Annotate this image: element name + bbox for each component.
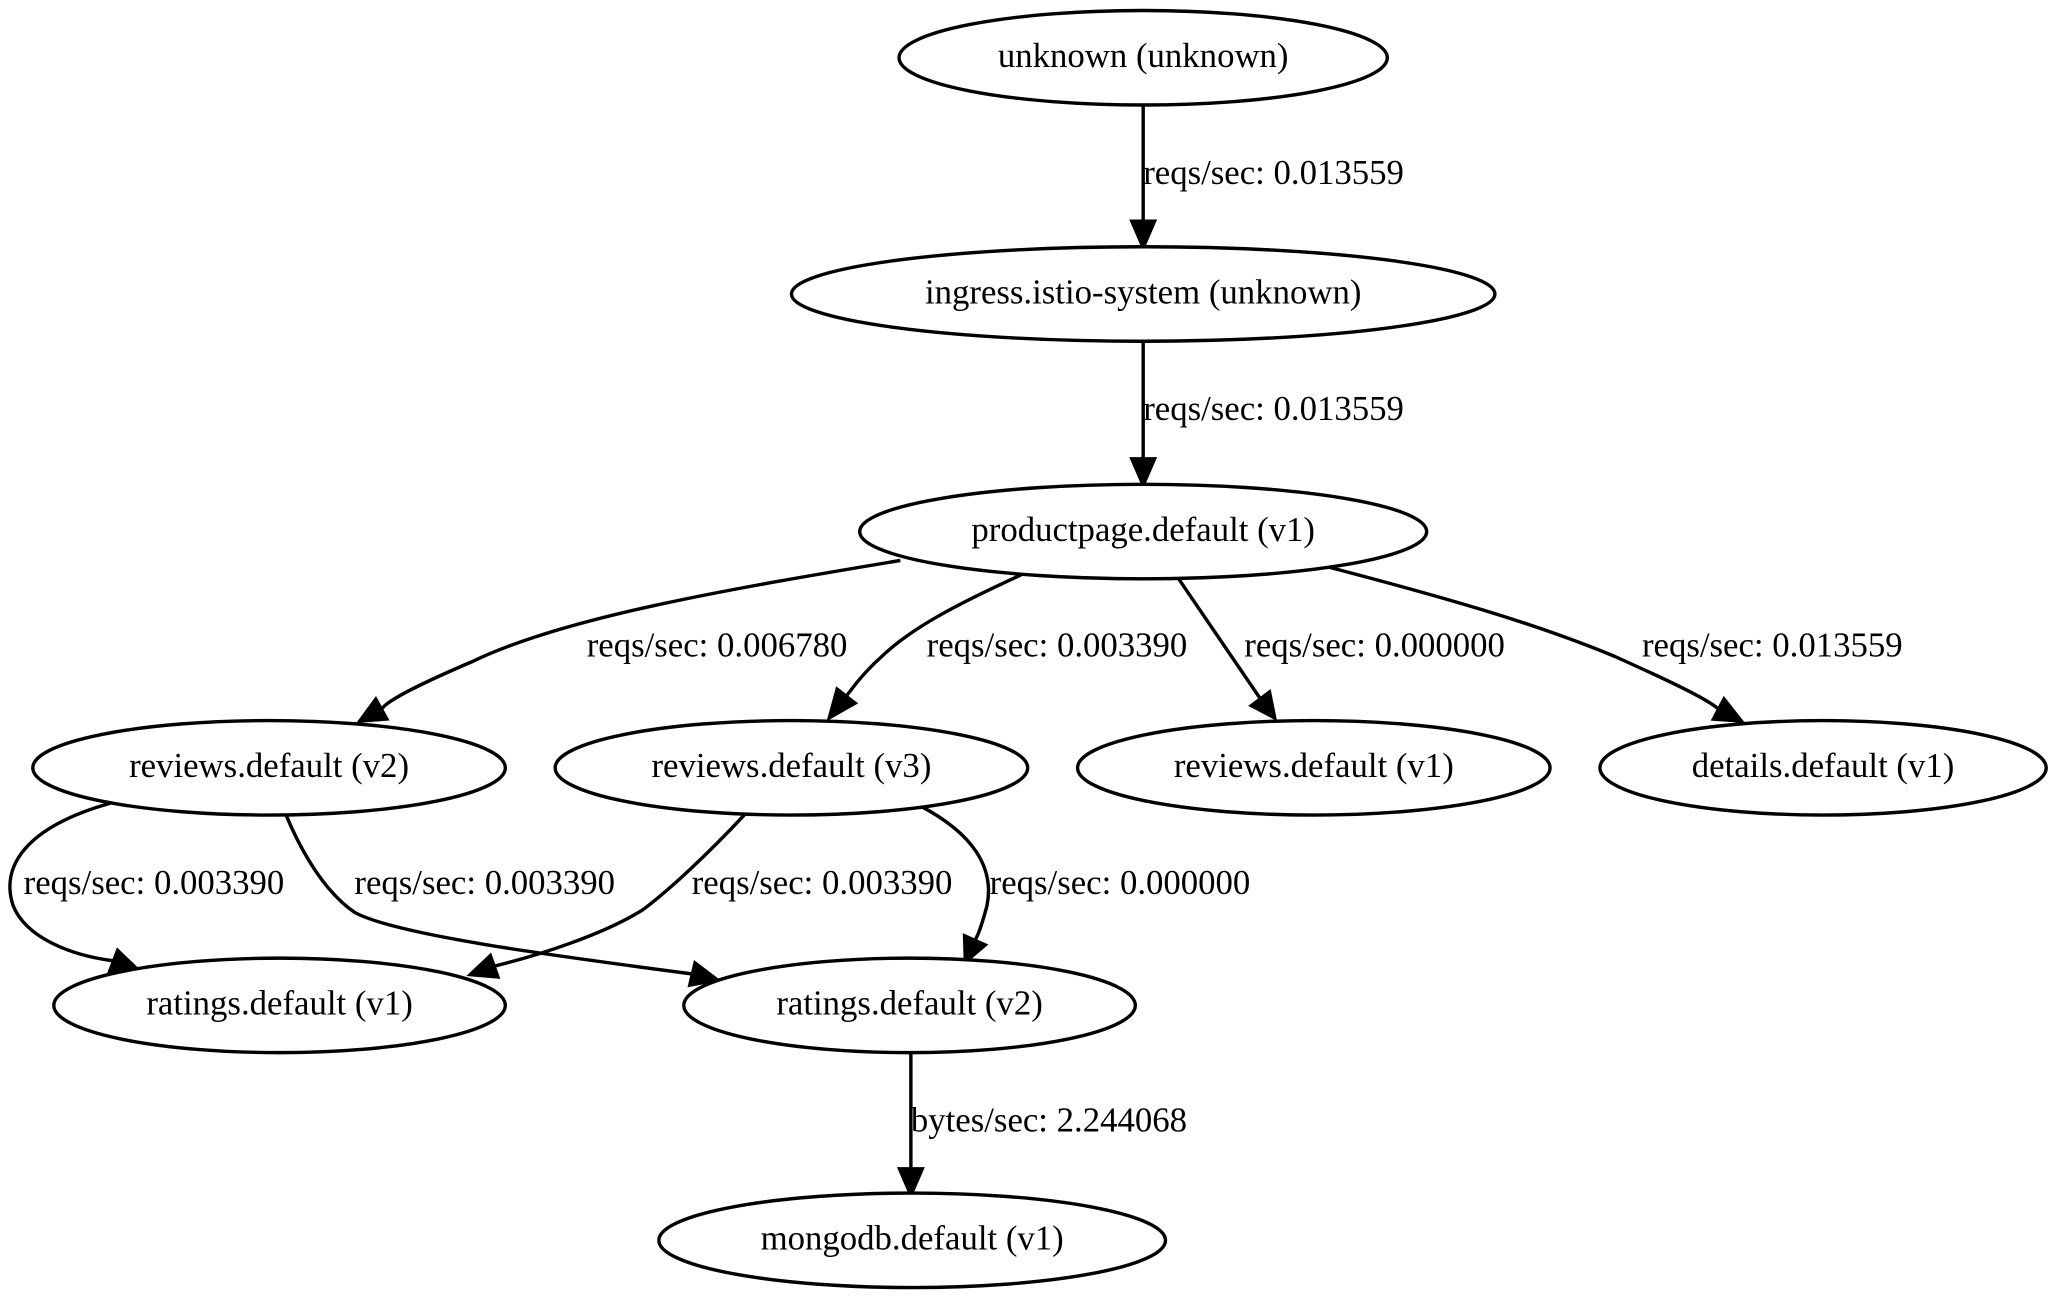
edge-label: reqs/sec: 0.003390 [692, 863, 953, 902]
node-reviews-v1[interactable]: reviews.default (v1) [1075, 718, 1552, 817]
arrowhead [962, 933, 989, 966]
edge-productpage-to-reviews_v3: reqs/sec: 0.003390 [826, 573, 1188, 722]
edge-productpage-to-reviews_v1: reqs/sec: 0.000000 [1177, 577, 1505, 722]
arrowhead [356, 696, 390, 724]
edge-reviews_v3-to-ratings_v1: reqs/sec: 0.003390 [466, 813, 953, 979]
edge-label: reqs/sec: 0.013559 [1143, 389, 1404, 428]
edge-line [8, 801, 114, 963]
edge-label: reqs/sec: 0.013559 [1143, 153, 1404, 192]
graph-root: reqs/sec: 0.013559 reqs/sec: 0.013559 reqs… [8, 8, 2048, 1290]
edge-productpage-to-reviews_v2: reqs/sec: 0.006780 [356, 558, 901, 724]
node-label: ratings.default (v2) [776, 984, 1042, 1023]
node-label: ingress.istio-system (unknown) [925, 272, 1361, 311]
edge-productpage-to-details_v1: reqs/sec: 0.013559 [1327, 565, 1903, 724]
edge-label: reqs/sec: 0.003390 [24, 863, 285, 902]
edge-label: reqs/sec: 0.000000 [1244, 625, 1505, 664]
node-productpage[interactable]: productpage.default (v1) [857, 482, 1429, 581]
edge-line [845, 573, 1022, 697]
node-unknown[interactable]: unknown (unknown) [897, 8, 1390, 107]
arrowhead [1129, 457, 1158, 490]
node-label: mongodb.default (v1) [761, 1219, 1064, 1258]
node-ellipse[interactable] [31, 718, 508, 817]
edge-reviews_v2-to-ratings_v1: reqs/sec: 0.003390 [8, 801, 285, 974]
node-label: reviews.default (v3) [651, 746, 931, 785]
arrowhead [1710, 695, 1746, 724]
edge-line [494, 813, 746, 968]
edge-line [380, 558, 901, 710]
edge-line [1327, 565, 1720, 711]
node-label: reviews.default (v1) [1174, 746, 1454, 785]
edge-unknown-to-ingress: reqs/sec: 0.013559 [1129, 105, 1404, 252]
node-ellipse[interactable] [553, 718, 1030, 817]
node-reviews-v2[interactable]: reviews.default (v2) [31, 718, 508, 817]
nodes-group: unknown (unknown) ingress.istio-system (u… [31, 8, 2048, 1290]
arrowhead [826, 686, 859, 722]
arrowhead [1129, 219, 1158, 252]
arrowhead [466, 952, 501, 979]
node-ellipse[interactable] [857, 482, 1429, 581]
edge-label: reqs/sec: 0.003390 [927, 625, 1188, 664]
edge-label: reqs/sec: 0.003390 [354, 863, 615, 902]
edge-reviews_v3-to-ratings_v2: reqs/sec: 0.000000 [921, 805, 1251, 966]
edges-group: reqs/sec: 0.013559 reqs/sec: 0.013559 reqs… [8, 105, 1903, 1200]
node-label: reviews.default (v2) [129, 746, 409, 785]
node-reviews-v3[interactable]: reviews.default (v3) [553, 718, 1030, 817]
node-ellipse[interactable] [1598, 718, 2048, 817]
edge-reviews_v2-to-ratings_v2: reqs/sec: 0.003390 [284, 814, 722, 988]
arrowhead [687, 960, 722, 988]
node-ratings-v2[interactable]: ratings.default (v2) [682, 956, 1138, 1055]
node-ellipse[interactable] [52, 956, 508, 1055]
node-label: ratings.default (v1) [146, 984, 412, 1023]
edge-line [284, 814, 692, 976]
edge-line [921, 805, 991, 941]
node-mongodb-v1[interactable]: mongodb.default (v1) [657, 1191, 1168, 1290]
node-ellipse[interactable] [789, 245, 1497, 343]
node-ellipse[interactable] [897, 8, 1390, 107]
node-label: details.default (v1) [1692, 746, 1955, 785]
edge-label: reqs/sec: 0.006780 [587, 625, 848, 664]
node-ingress[interactable]: ingress.istio-system (unknown) [789, 245, 1497, 343]
edge-label: bytes/sec: 2.244068 [911, 1100, 1187, 1139]
node-ellipse[interactable] [657, 1191, 1168, 1290]
node-label: productpage.default (v1) [971, 510, 1315, 549]
node-ratings-v1[interactable]: ratings.default (v1) [52, 956, 508, 1055]
arrowhead [896, 1167, 925, 1200]
node-label: unknown (unknown) [998, 36, 1289, 75]
arrowhead [1248, 689, 1278, 722]
edge-ratings_v2-to-mongodb_v1: bytes/sec: 2.244068 [896, 1052, 1187, 1200]
edge-label: reqs/sec: 0.000000 [990, 863, 1251, 902]
edge-ingress-to-productpage: reqs/sec: 0.013559 [1129, 341, 1404, 490]
node-ellipse[interactable] [1075, 718, 1552, 817]
node-ellipse[interactable] [682, 956, 1138, 1055]
node-details-v1[interactable]: details.default (v1) [1598, 718, 2048, 817]
edge-line [1177, 577, 1262, 700]
edge-label: reqs/sec: 0.013559 [1642, 625, 1903, 664]
